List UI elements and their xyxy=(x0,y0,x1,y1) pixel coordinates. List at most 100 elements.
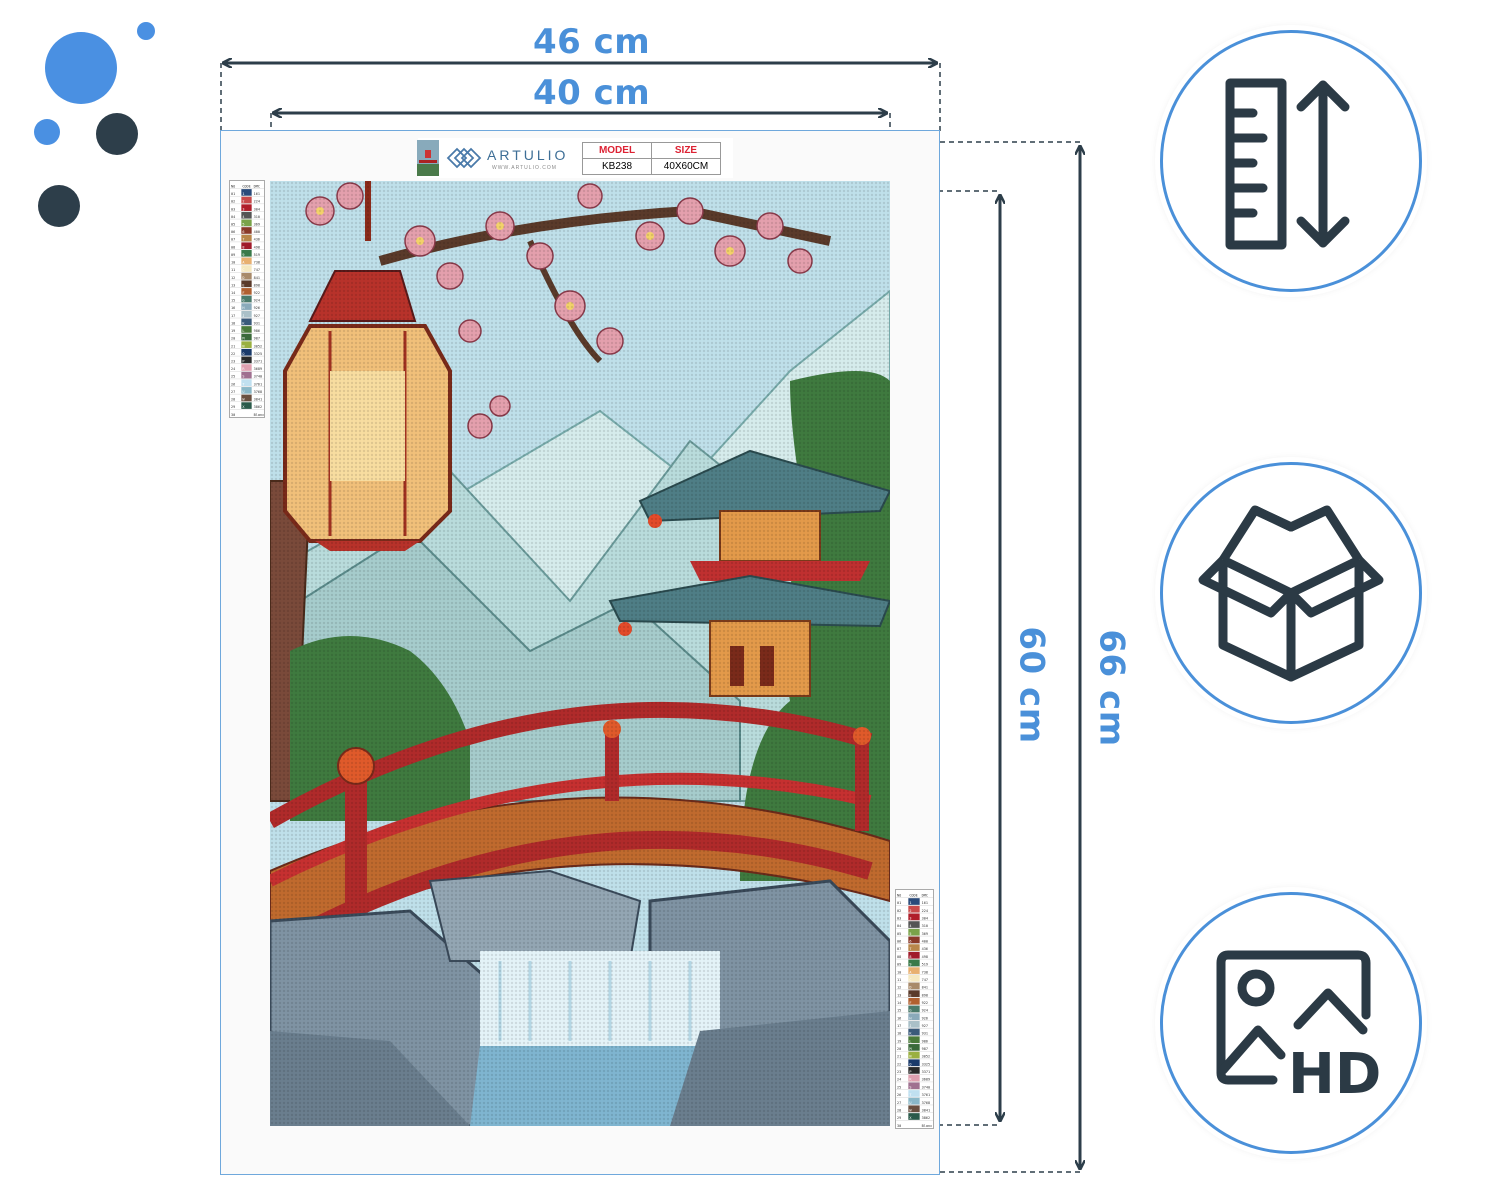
legend-swatch xyxy=(908,974,920,982)
legend-header: CODE xyxy=(909,894,917,898)
legend-cell: 25 xyxy=(231,375,235,379)
legend-cell: 926 xyxy=(254,306,260,310)
legend-swatch xyxy=(241,227,252,234)
model-value: KB238 xyxy=(582,158,652,175)
legend-cell: T xyxy=(242,382,245,386)
legend-cell: L xyxy=(242,329,244,333)
legend-cell: M xyxy=(909,1047,911,1051)
legend-cell: U xyxy=(242,390,244,394)
legend-swatch xyxy=(241,242,252,250)
legend-cell: 986 xyxy=(922,1039,928,1043)
legend-cell: 30 xyxy=(897,1124,901,1128)
legend-swatch xyxy=(241,265,252,272)
legend-cell: 19 xyxy=(231,329,235,333)
legend-swatch xyxy=(241,196,252,204)
legend-cell: 01 xyxy=(231,192,235,196)
legend-cell: 6 xyxy=(242,230,244,234)
legend-swatch xyxy=(241,280,252,288)
legend-cell: 08 xyxy=(897,955,901,959)
legend-cell: 07 xyxy=(897,947,901,951)
hd-label: HD xyxy=(1288,1042,1381,1107)
legend-cell: 3841 xyxy=(922,1108,930,1112)
legend-cell: 161 xyxy=(922,901,928,905)
legend-cell: 10 xyxy=(897,970,901,974)
legend-cell: 08 xyxy=(231,245,235,249)
legend-cell: 161 xyxy=(254,192,260,196)
legend-swatch xyxy=(241,318,252,326)
legend-cell: 304 xyxy=(922,917,928,921)
legend-swatch xyxy=(908,982,920,990)
legend-cell: J xyxy=(909,1024,911,1028)
height-feature-badge xyxy=(1160,30,1422,292)
legend-cell: 4 xyxy=(242,215,244,219)
legend-cell: 224 xyxy=(922,909,928,913)
legend-cell: 15 xyxy=(231,299,235,303)
legend-cell: 26 xyxy=(231,382,235,386)
legend-swatch xyxy=(241,211,252,219)
legend-cell: 15 xyxy=(897,1009,901,1013)
legend-cell: K xyxy=(242,321,245,325)
legend-cell: 841 xyxy=(254,276,260,280)
legend-cell: 25 xyxy=(897,1085,901,1089)
legend-cell: 02 xyxy=(231,200,235,204)
legend-cell: 738 xyxy=(254,261,260,265)
legend-cell: 304 xyxy=(254,207,260,211)
legend-cell: 3862 xyxy=(254,405,262,409)
legend-swatch xyxy=(908,1113,920,1120)
legend-cell: 06 xyxy=(231,230,235,234)
legend-swatch xyxy=(241,387,252,394)
legend-swatch xyxy=(241,272,252,280)
legend-cell: 987 xyxy=(254,337,260,341)
legend-cell: 16 xyxy=(897,1016,901,1020)
legend-swatch xyxy=(908,951,920,959)
legend-cell: 11 xyxy=(231,268,235,272)
legend-cell: C xyxy=(909,978,911,982)
legend-cell: 14 xyxy=(231,291,235,295)
legend-cell: F xyxy=(909,1001,911,1005)
legend-cell: 3761 xyxy=(922,1093,930,1097)
legend-cell: 4 xyxy=(909,924,911,928)
legend-swatch xyxy=(241,303,252,310)
legend-cell: 24 xyxy=(897,1078,901,1082)
legend-swatch xyxy=(241,189,252,196)
legend-cell: 931 xyxy=(922,1032,928,1036)
legend-cell: M xyxy=(242,337,244,341)
legend-swatch xyxy=(241,364,252,371)
legend-swatch xyxy=(908,997,920,1005)
outer-width-label: 46 cm xyxy=(533,22,651,62)
legend-cell: 898 xyxy=(922,993,928,997)
legend-swatch xyxy=(241,341,252,348)
legend-cell: 5 xyxy=(909,932,911,936)
legend-cell: T xyxy=(909,1093,912,1097)
legend-cell: 2 xyxy=(909,909,911,913)
legend-cell: 3689 xyxy=(254,367,262,371)
legend-cell: 310 xyxy=(922,924,928,928)
legend-swatch xyxy=(241,310,252,318)
legend-cell: H xyxy=(909,1016,911,1020)
legend-swatch xyxy=(908,928,920,936)
legend-cell: 9 xyxy=(242,253,244,257)
legend-header: DMC xyxy=(254,185,260,189)
legend-cell: 28 xyxy=(231,398,235,402)
legend-cell: 03 xyxy=(897,917,901,921)
legend-cell: 18 xyxy=(897,1032,901,1036)
legend-cell: 436 xyxy=(922,947,928,951)
legend-cell: 8 xyxy=(909,955,911,959)
legend-cell: X xyxy=(909,1116,912,1120)
legend-cell: X xyxy=(242,405,245,409)
legend-swatch xyxy=(908,990,920,997)
legend-cell: 3768 xyxy=(922,1101,930,1105)
legend-cell: P xyxy=(242,360,244,364)
legend-swatch xyxy=(908,1082,920,1090)
legend-cell: 6 xyxy=(909,940,911,944)
legend-swatch xyxy=(241,394,252,402)
legend-cell: 29 xyxy=(231,405,235,409)
legend-cell: 8 xyxy=(242,245,244,249)
legend-cell: 498 xyxy=(922,955,928,959)
legend-cell: 03 xyxy=(231,207,235,211)
ruler-height-icon xyxy=(1225,78,1350,250)
legend-cell: 06 xyxy=(897,940,901,944)
legend-cell: 19 xyxy=(897,1039,901,1043)
legend-cell: A xyxy=(242,261,245,265)
